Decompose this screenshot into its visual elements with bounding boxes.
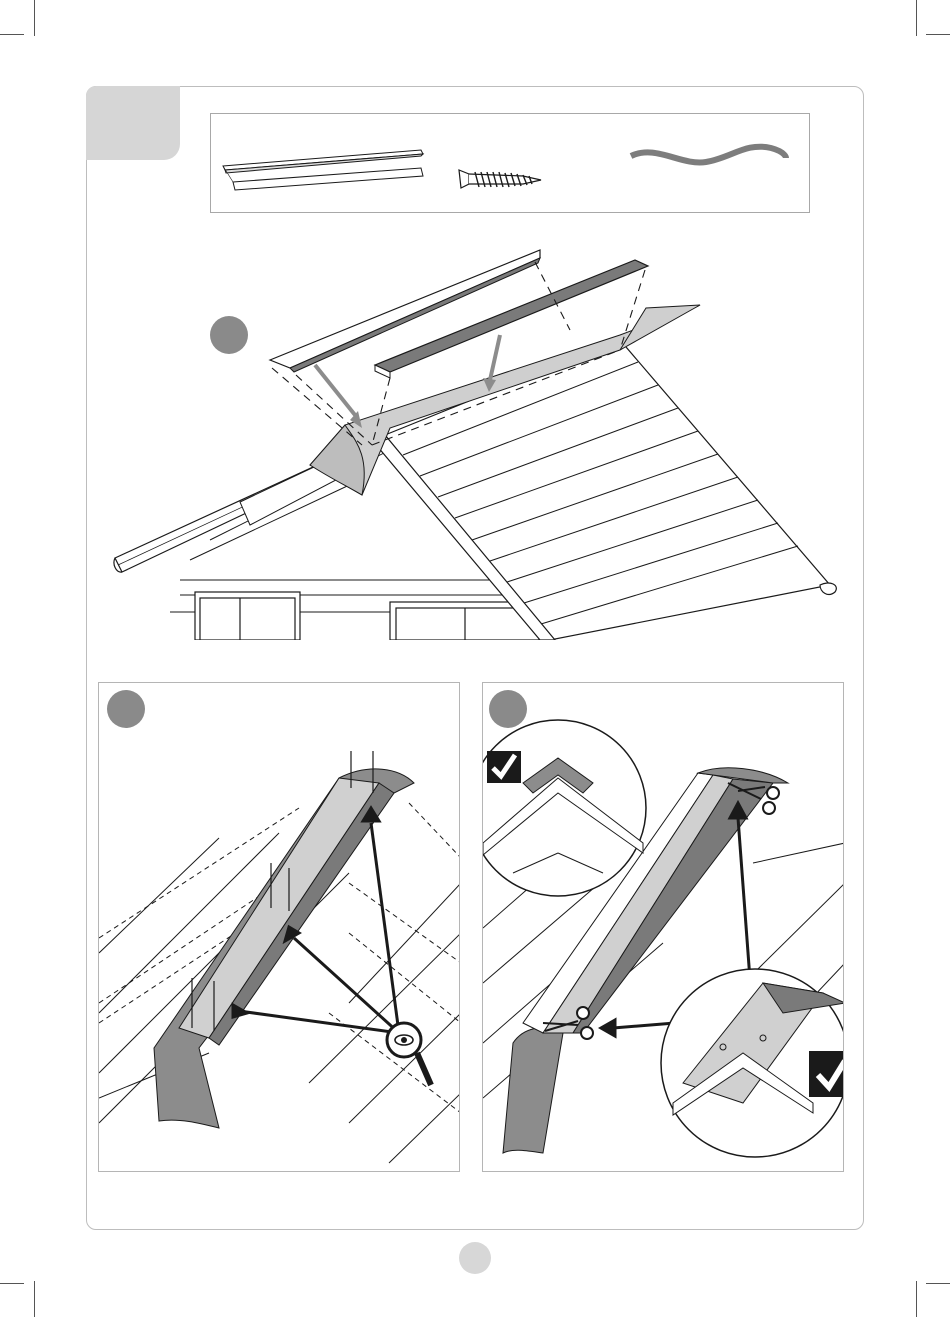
crop-mark <box>916 0 917 36</box>
crop-mark <box>926 1283 950 1284</box>
ridge-board-icon <box>223 150 423 190</box>
substep-badge-b <box>107 690 145 728</box>
crop-mark <box>34 0 35 36</box>
panel-trim-felt <box>482 682 844 1172</box>
checkmark-icon <box>487 751 521 783</box>
checkmark-icon <box>809 1051 844 1097</box>
parts-box <box>210 113 810 213</box>
substep-badge-c <box>489 690 527 728</box>
crop-mark <box>0 34 24 35</box>
page-number-badge <box>459 1242 491 1274</box>
substep-badge-a <box>210 316 248 354</box>
eye-icon <box>387 1023 431 1085</box>
step-number-tab <box>86 86 180 160</box>
crop-mark <box>916 1281 917 1317</box>
crop-mark <box>0 1283 24 1284</box>
main-roof-illustration <box>100 240 850 640</box>
crop-mark <box>926 34 950 35</box>
panel-screw-fixing <box>98 682 460 1172</box>
crop-mark <box>34 1281 35 1317</box>
wavy-strip-icon <box>631 147 786 163</box>
screw-icon <box>459 170 541 188</box>
detail-circle-top <box>483 720 646 896</box>
